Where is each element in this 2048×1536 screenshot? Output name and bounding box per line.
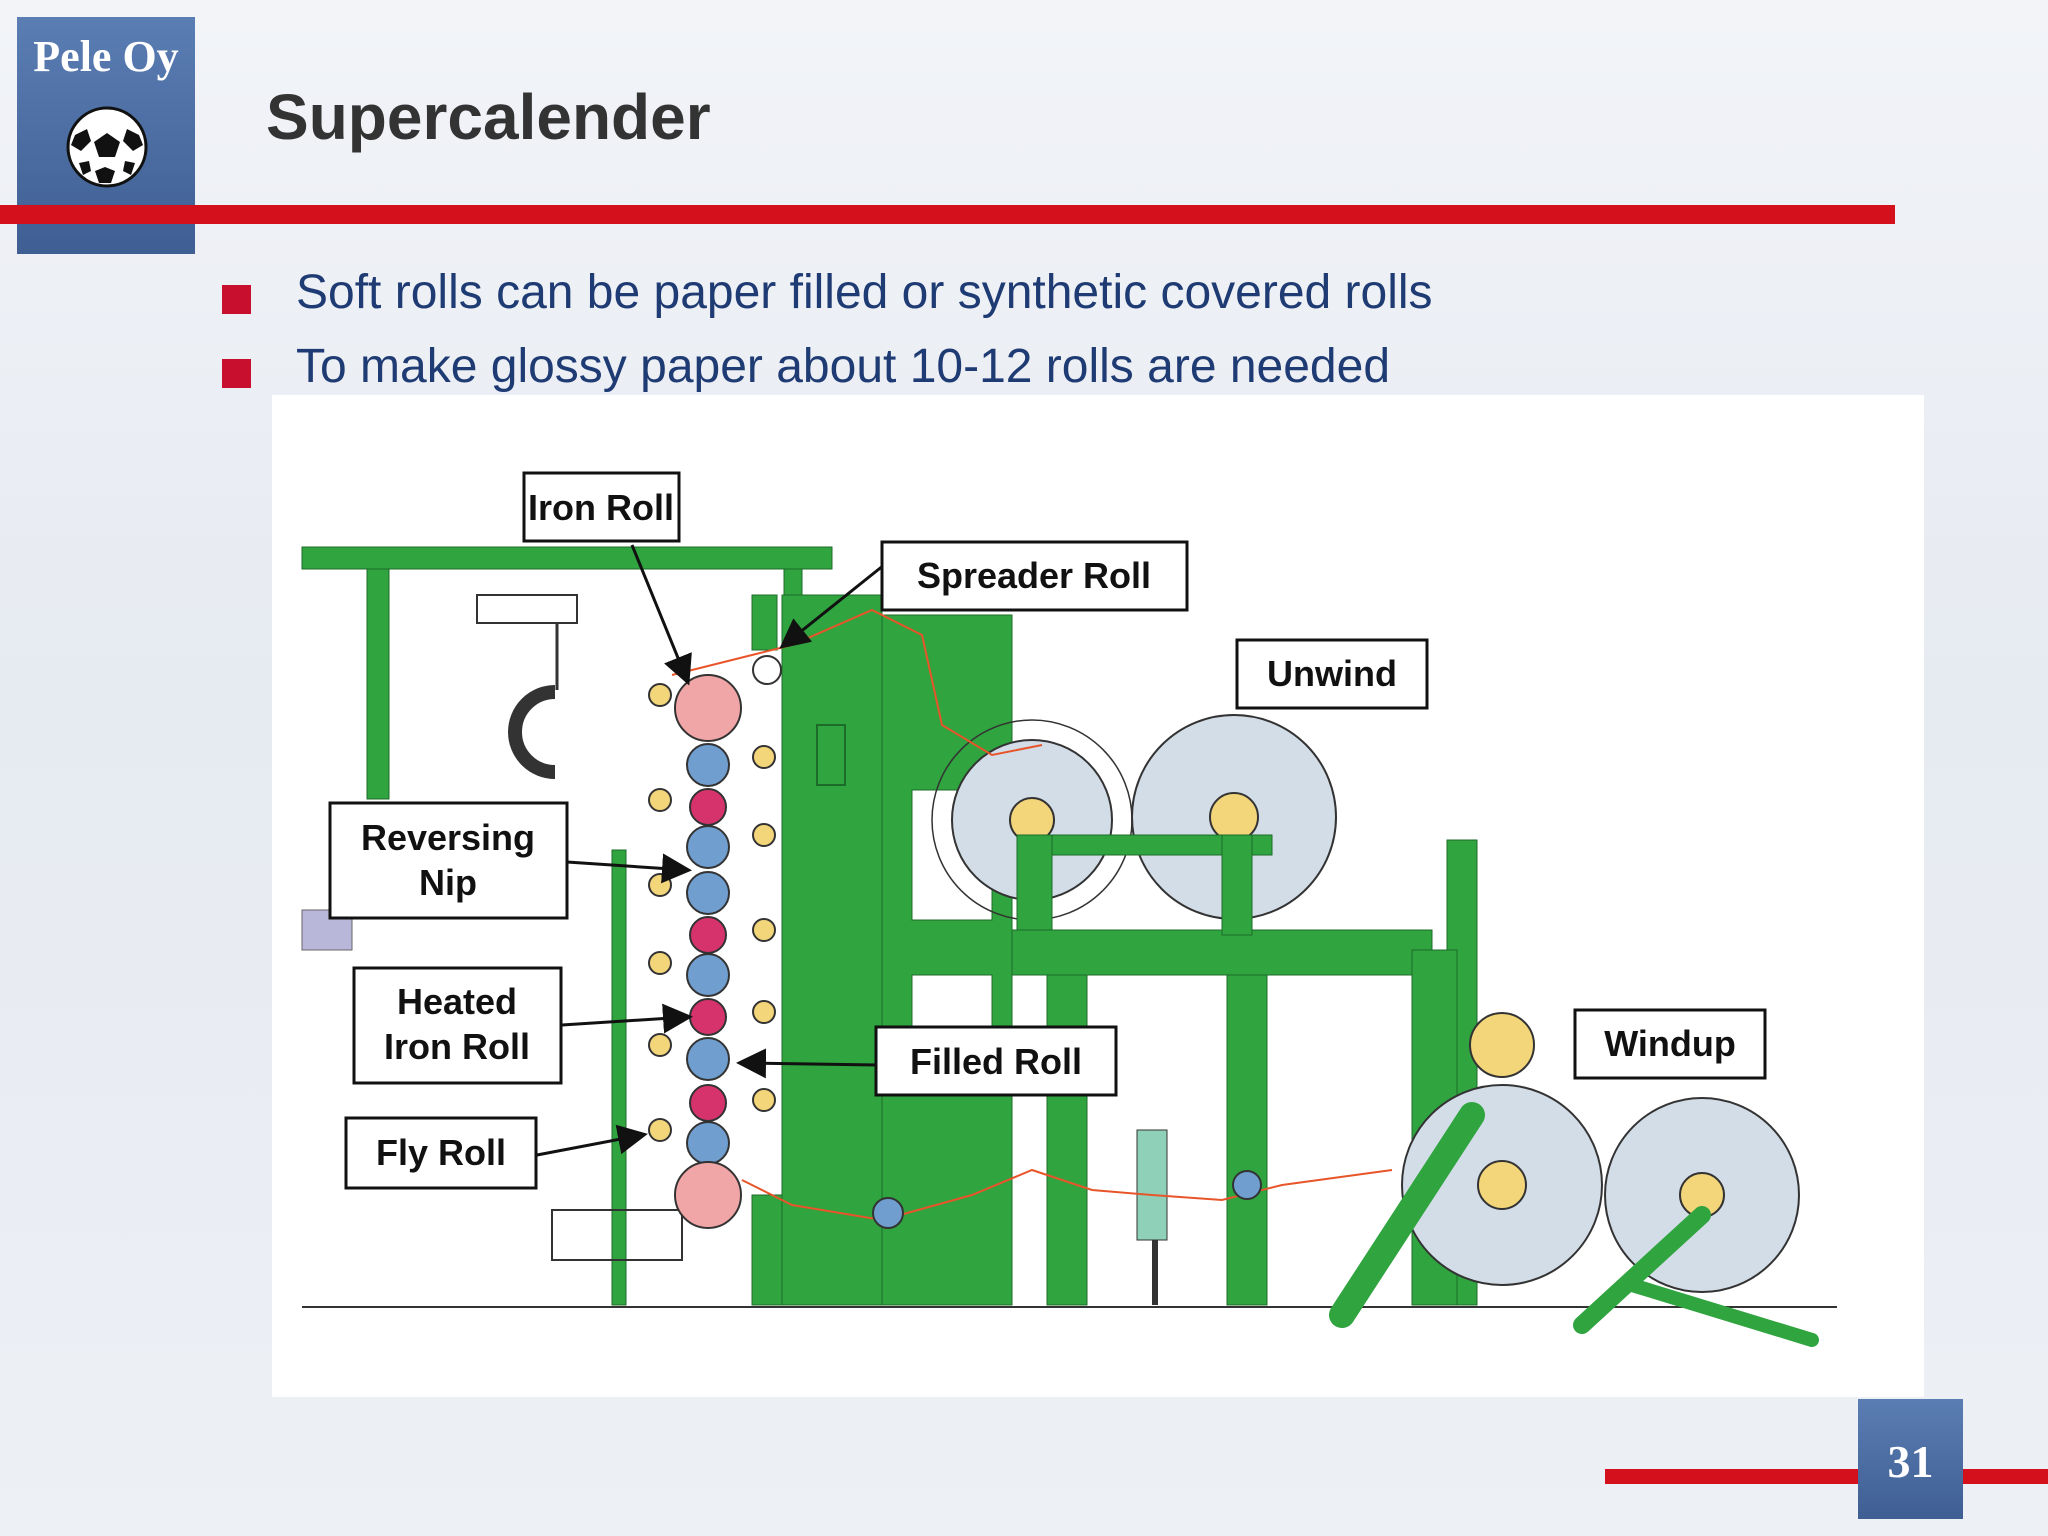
guide-post [1136, 1129, 1168, 1241]
main-column [781, 594, 883, 1306]
heated-iron-roll [689, 788, 727, 826]
arrow-heated-iron-roll [561, 1003, 693, 1034]
callout-filled-roll: Filled Roll [874, 1025, 1118, 1097]
arrow-iron-roll [630, 544, 692, 686]
main-column [881, 614, 1013, 1306]
windup-lever [1573, 1206, 1711, 1334]
unwind-stand [1016, 834, 1053, 931]
supercalender-diagram: Iron Roll Spreader Roll Unwind Reversing… [272, 395, 1924, 1397]
fly-roll [648, 1033, 672, 1057]
fly-roll [752, 1088, 776, 1112]
spreader-roll [752, 655, 782, 685]
filled-roll [686, 953, 730, 997]
reel-core [1477, 1160, 1527, 1210]
unwind-stand [1221, 834, 1253, 936]
fly-roll [648, 788, 672, 812]
fly-roll [648, 873, 672, 897]
heated-iron-roll [689, 998, 727, 1036]
bullet-text: Soft rolls can be paper filled or synthe… [296, 266, 1433, 319]
cross-beam [1011, 929, 1433, 976]
column-bracket [816, 724, 846, 786]
label-reversing-nip-line1: Reversing [361, 817, 535, 858]
windup-lever [1625, 1278, 1819, 1347]
arrow-filled-roll [736, 1048, 878, 1079]
page-number-box: 31 [1858, 1399, 1963, 1519]
title-divider [0, 205, 1895, 224]
callout-reversing-nip: Reversing Nip [328, 801, 569, 920]
paper-web [671, 608, 1043, 757]
bullet-square-icon [222, 285, 251, 314]
fly-roll [648, 1118, 672, 1142]
heated-iron-roll [689, 1084, 727, 1122]
callout-unwind: Unwind [1235, 638, 1429, 710]
label-fly-roll: Fly Roll [376, 1132, 506, 1173]
crane-hook [508, 685, 556, 779]
callout-spreader-roll: Spreader Roll [880, 540, 1189, 612]
arrow-fly-roll [536, 1124, 648, 1157]
iron-roll [674, 674, 742, 742]
callout-windup: Windup [1573, 1008, 1767, 1080]
label-heated-iron-roll-line2: Iron Roll [384, 1026, 530, 1067]
roll-stack [648, 655, 1262, 1229]
page-number: 31 [1887, 1436, 1934, 1487]
fly-roll [752, 745, 776, 769]
fly-roll [752, 823, 776, 847]
bullet-text: To make glossy paper about 10-12 rolls a… [296, 340, 1391, 393]
label-spreader-roll: Spreader Roll [917, 555, 1151, 596]
guide-roll [872, 1197, 904, 1229]
heated-iron-roll [689, 916, 727, 954]
filled-roll [686, 1121, 730, 1165]
gantry-post [366, 568, 390, 800]
filled-roll [686, 1037, 730, 1081]
filled-roll [686, 743, 730, 787]
base-rail [551, 1209, 683, 1261]
hoist [476, 594, 578, 624]
spare-core [1469, 1012, 1535, 1078]
label-unwind: Unwind [1267, 653, 1397, 694]
top-beam [301, 546, 833, 570]
fly-roll [648, 683, 672, 707]
slide-title: Supercalender [266, 81, 711, 153]
soccer-ball-icon [66, 106, 148, 188]
callout-fly-roll: Fly Roll [344, 1116, 538, 1190]
fly-roll-stand [611, 849, 627, 1306]
top-cylinder [751, 594, 778, 651]
label-windup: Windup [1604, 1023, 1736, 1064]
arrow-spreader-roll [779, 563, 885, 649]
label-reversing-nip-line2: Nip [419, 862, 477, 903]
filled-roll [686, 825, 730, 869]
fly-roll [648, 951, 672, 975]
diagram-canvas: Iron Roll Spreader Roll Unwind Reversing… [301, 471, 1837, 1347]
bullet-square-icon [222, 359, 251, 388]
beam-leg [1046, 974, 1088, 1306]
windup-lever [1329, 1102, 1485, 1328]
label-heated-iron-roll-line1: Heated [397, 981, 517, 1022]
callout-iron-roll: Iron Roll [522, 471, 681, 543]
footer-divider [1605, 1469, 2048, 1484]
label-filled-roll: Filled Roll [910, 1041, 1082, 1082]
guide-roll [1232, 1170, 1262, 1200]
fly-roll [752, 918, 776, 942]
guide-post-stem [1152, 1240, 1158, 1305]
arrow-reversing-nip [566, 853, 692, 884]
reel-core [1209, 792, 1259, 842]
company-name: Pele Oy [33, 32, 179, 81]
beam-leg [1226, 974, 1268, 1306]
callout-heated-iron-roll: Heated Iron Roll [352, 966, 563, 1085]
iron-roll [674, 1161, 742, 1229]
fly-roll [752, 1000, 776, 1024]
label-iron-roll: Iron Roll [528, 487, 674, 528]
filled-roll [686, 871, 730, 915]
